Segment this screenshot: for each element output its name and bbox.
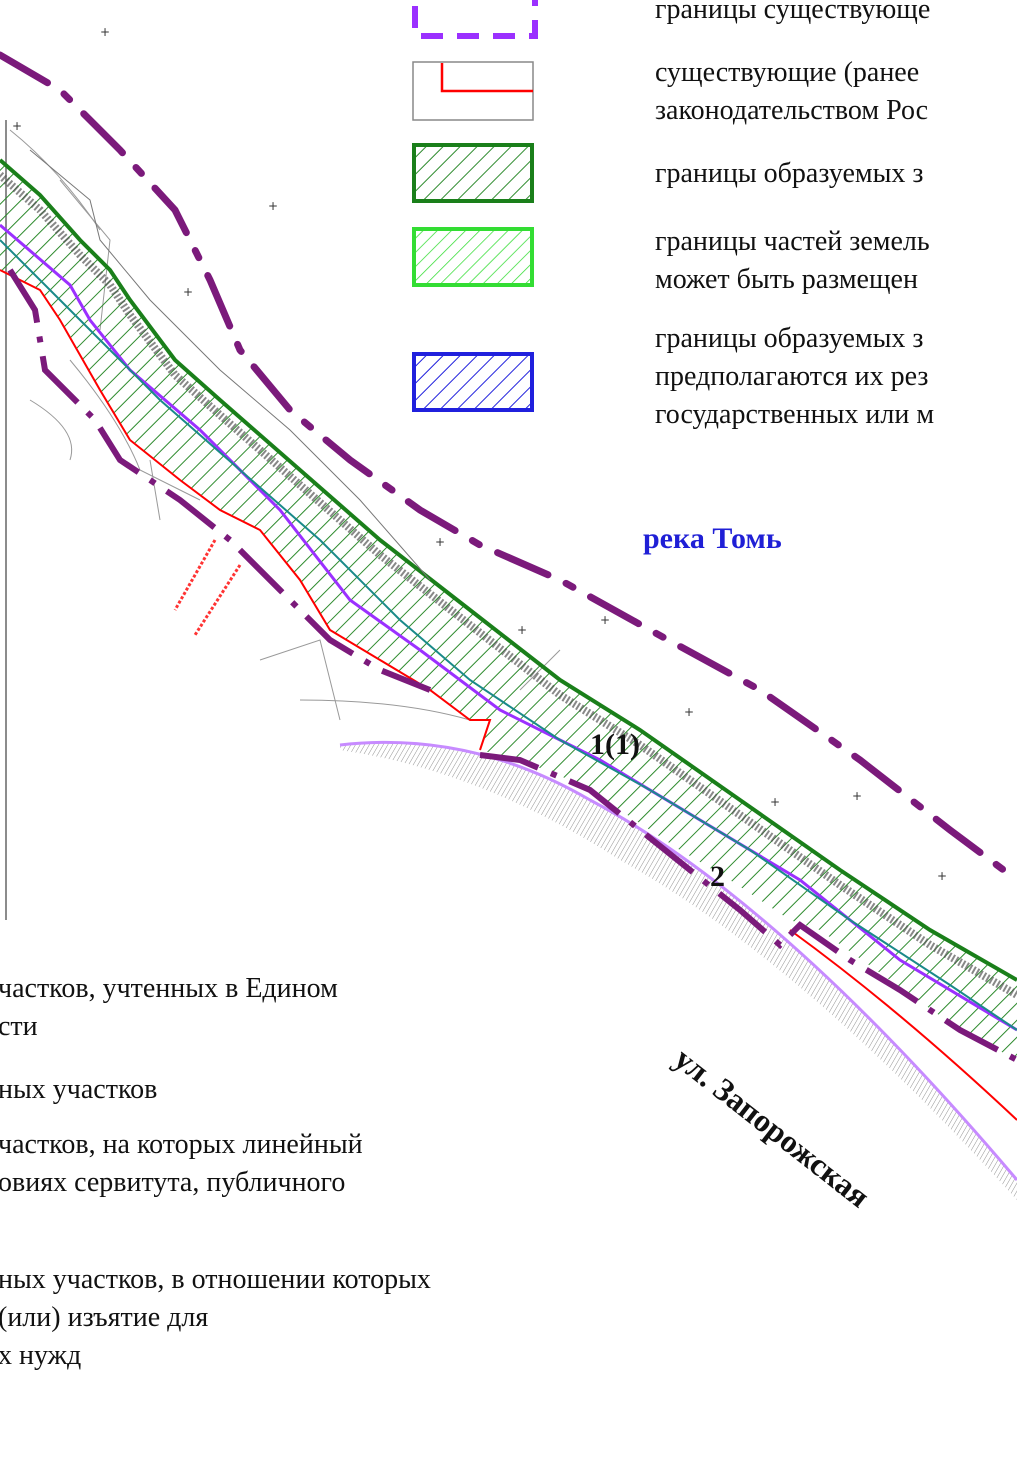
legend-swatch-parcel-parts xyxy=(412,227,534,287)
svg-text:+: + xyxy=(937,869,947,883)
legend-text-2: существующие (ранее законодательством Ро… xyxy=(655,57,929,126)
bottom-legend-3: частков, на которых линейный овиях серви… xyxy=(0,1129,363,1198)
topographic-lines xyxy=(9,129,561,721)
survey-marks: + + + + + + + + + + + xyxy=(12,25,947,883)
road-violet-edge xyxy=(339,740,1017,1181)
parcel-label-1: 1(1) xyxy=(590,728,640,761)
embankment-shade xyxy=(0,171,1017,999)
legend-text-4: границы частей земель может быть размеще… xyxy=(655,226,930,295)
svg-text:+: + xyxy=(517,623,527,637)
svg-text:+: + xyxy=(600,613,610,627)
svg-text:+: + xyxy=(268,199,278,213)
legend-swatch-reserved-parcels xyxy=(412,352,534,412)
svg-text:+: + xyxy=(770,795,780,809)
legend-text-5: границы образуемых з предполагаются их р… xyxy=(655,323,935,430)
violet-line xyxy=(0,223,1017,1032)
green-boundary xyxy=(0,158,1017,982)
svg-text:+: + xyxy=(100,25,110,39)
bottom-legend-1: частков, учтенных в Едином сти xyxy=(0,973,338,1042)
river-label: река Томь xyxy=(643,522,782,555)
red-line xyxy=(0,269,492,751)
purple-boundary-upper xyxy=(0,51,1017,884)
legend-swatch-existing-parcels xyxy=(412,61,534,121)
legend-text-3: границы образуемых з xyxy=(655,158,924,189)
river-edge xyxy=(29,149,431,581)
teal-line xyxy=(0,239,1017,1031)
purple-boundary-lower xyxy=(7,268,1017,1063)
bottom-legend-4: ных участков, в отношении которых (или) … xyxy=(0,1264,431,1371)
legend-swatch-existing-boundary xyxy=(412,0,538,39)
svg-text:+: + xyxy=(12,119,22,133)
svg-text:+: + xyxy=(684,705,694,719)
red-spurs xyxy=(173,539,242,636)
svg-text:+: + xyxy=(435,535,445,549)
svg-text:+: + xyxy=(183,285,193,299)
parcel-strip xyxy=(0,160,1017,1060)
parcel-label-2: 2 xyxy=(710,860,725,893)
legend-swatch-formed-parcels xyxy=(412,143,534,203)
red-line-lower xyxy=(789,929,1017,1121)
legend-text-1: границы существующе xyxy=(655,0,931,25)
bottom-legend-2: ных участков xyxy=(0,1074,158,1105)
svg-text:+: + xyxy=(852,789,862,803)
